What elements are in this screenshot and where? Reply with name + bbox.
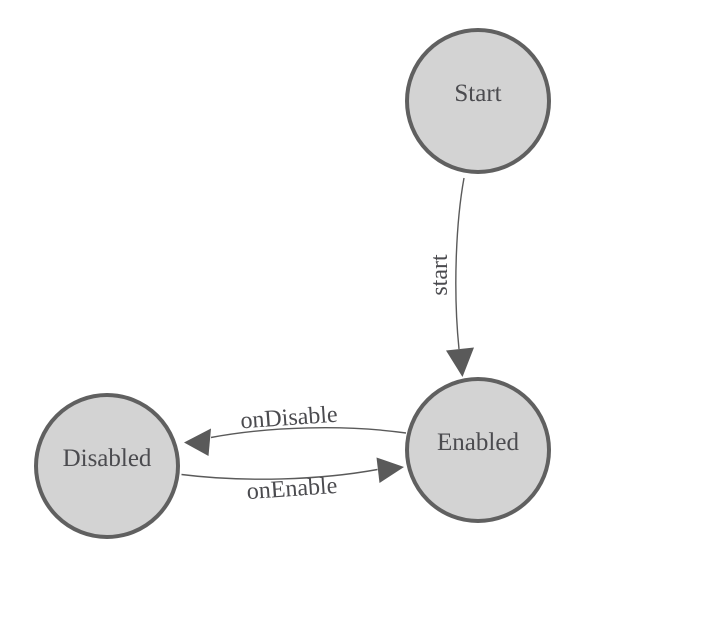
edge-start-to-enabled[interactable] — [446, 177, 474, 377]
edge-path — [181, 468, 378, 480]
edge-label-onenable: onEnable — [245, 472, 339, 506]
edge-disabled-to-enabled[interactable] — [181, 457, 405, 484]
state-node-enabled[interactable]: Enabled — [405, 377, 551, 523]
edge-label-start: start — [427, 254, 453, 296]
state-node-disabled[interactable]: Disabled — [34, 393, 180, 539]
edge-arrowhead — [184, 428, 211, 456]
state-node-label: Start — [454, 80, 502, 107]
edge-arrowhead — [376, 457, 404, 483]
edge-enabled-to-disabled[interactable] — [184, 427, 407, 456]
state-node-label: Disabled — [62, 445, 152, 472]
edge-path — [210, 427, 407, 439]
state-node-label: Enabled — [437, 429, 519, 456]
edge-path — [455, 177, 465, 350]
edge-arrowhead — [446, 347, 474, 377]
state-node-start[interactable]: Start — [405, 28, 551, 174]
